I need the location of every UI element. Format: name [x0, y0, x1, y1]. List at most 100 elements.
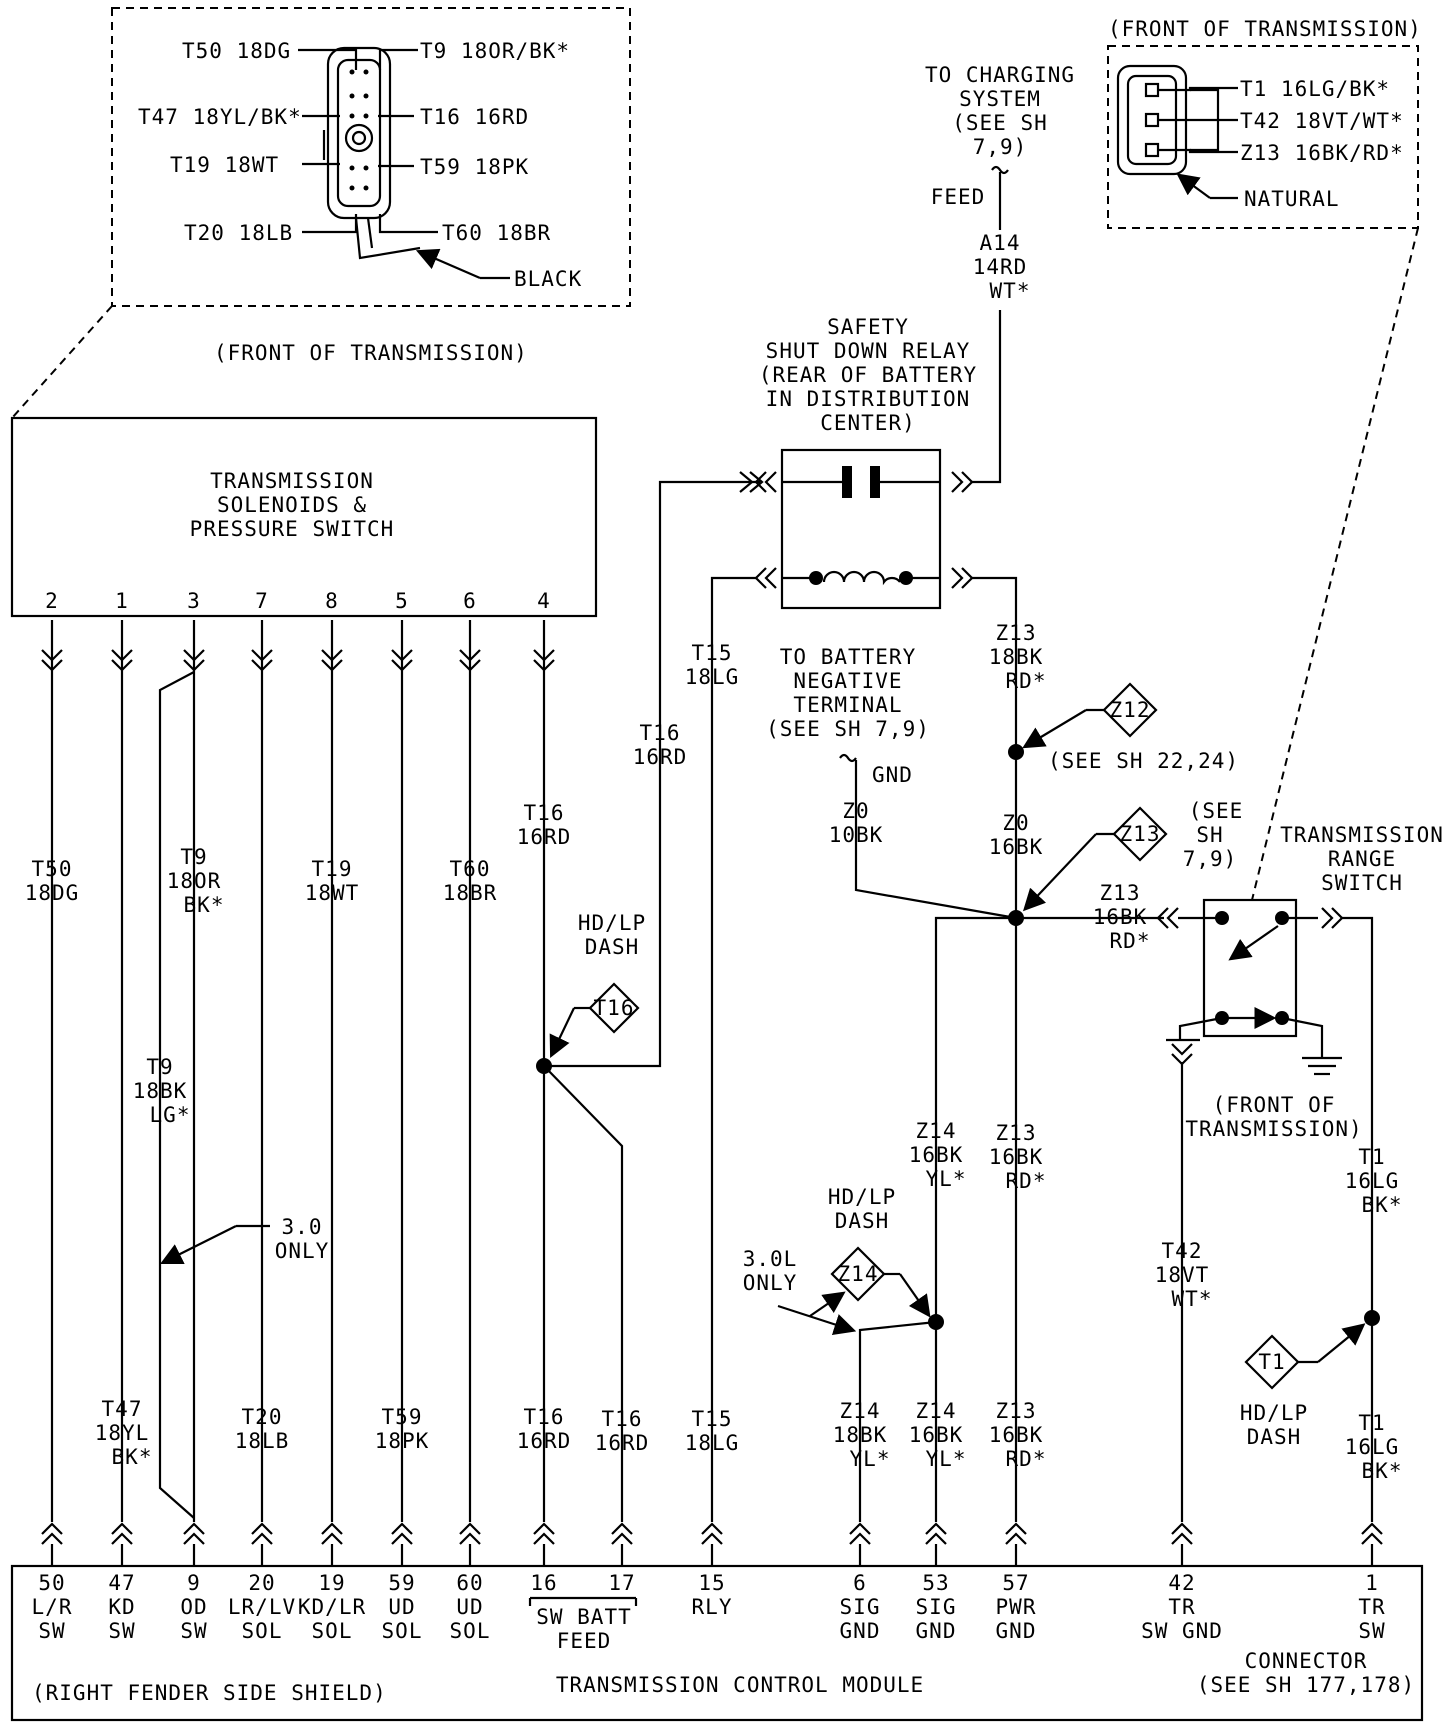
wire-label: 10BK [829, 823, 884, 847]
wire-label: Z14 [916, 1119, 957, 1143]
tcm-pin-function: KD/LR [298, 1595, 366, 1619]
pin-label-t1: T1 16LG/BK* [1240, 77, 1390, 101]
tcm-pin-number: 16 [530, 1571, 557, 1595]
pin-label-t9: T9 18OR/BK* [420, 39, 570, 63]
tcm-pin-function: SOL [450, 1619, 491, 1643]
solenoids-box [10, 416, 598, 618]
label-see-sh-79: (SEE [1189, 799, 1244, 823]
wire-label: T9 [146, 1055, 173, 1079]
label-front-of-transmission-left: (FRONT OF TRANSMISSION) [214, 341, 528, 365]
wire-label: YL* [850, 1447, 891, 1471]
tcm-pin-function: PWR [996, 1595, 1037, 1619]
wire-label: 18LG [685, 1431, 740, 1455]
pin-label-t20: T20 18LB [184, 221, 293, 245]
wire-label: 18OR [167, 869, 222, 893]
relay-title: SHUT DOWN RELAY [766, 339, 971, 363]
solenoid-pin: 2 [45, 589, 59, 613]
wire-label: 18YL [95, 1421, 150, 1445]
solenoids-title-line3: PRESSURE SWITCH [190, 517, 395, 541]
tcm-pin-function: SIG [840, 1595, 881, 1619]
tcm-pin-function: SW [1358, 1619, 1385, 1643]
tcm-pin-number: 9 [187, 1571, 201, 1595]
label-gnd: GND [872, 763, 913, 787]
tcm-pin-function: SW GND [1141, 1619, 1223, 1643]
wire-label: T59 [382, 1405, 423, 1429]
tcm-pin-function: TR [1358, 1595, 1385, 1619]
wire-label: T16 [602, 1407, 643, 1431]
tcm-pin-number: 15 [698, 1571, 725, 1595]
label-charging: SYSTEM [959, 87, 1041, 111]
splice-diamond-z13 [1112, 806, 1168, 862]
tcm-pin-number: 20 [248, 1571, 275, 1595]
label-hdlp-dash: DASH [585, 935, 640, 959]
wire-label: T16 [524, 1405, 565, 1429]
label-battery-neg: TO BATTERY [780, 645, 916, 669]
splice-label-t16: T16 [594, 996, 635, 1020]
tcm-pin-number: 6 [853, 1571, 867, 1595]
safety-shutdown-relay: SAFETY SHUT DOWN RELAY (REAR OF BATTERY … [710, 310, 1018, 1522]
tcm-pin-number: 47 [108, 1571, 135, 1595]
label-hdlp-dash: DASH [1247, 1425, 1302, 1449]
label-natural: NATURAL [1244, 187, 1340, 211]
label-hdlp-dash: DASH [835, 1209, 890, 1233]
tcm-pin-function: SOL [312, 1619, 353, 1643]
tcm-pin-number: 19 [318, 1571, 345, 1595]
connector-detail-right: (FRONT OF TRANSMISSION) T1 16LG/BK* T42 … [1107, 17, 1421, 901]
tcm-stubs [50, 1544, 1374, 1566]
pin-label-t47: T47 18YL/BK* [138, 105, 302, 129]
wire-label: T19 [312, 857, 353, 881]
t16-circuit: T16 16RD T16 16RD HD/LP DASH T16 T16 16R… [517, 471, 764, 1522]
splice-diamond-t16 [588, 982, 640, 1034]
tcm-pin-number: 50 [38, 1571, 65, 1595]
splice-label-t1: T1 [1258, 1350, 1285, 1374]
label-feed: FEED [931, 185, 986, 209]
label-right-fender: (RIGHT FENDER SIDE SHIELD) [32, 1681, 387, 1705]
wire-label: YL* [926, 1447, 967, 1471]
connector-detail-right-frame [1107, 45, 1419, 229]
tcm-title: TRANSMISSION CONTROL MODULE [556, 1673, 924, 1697]
solenoid-pin: 8 [325, 589, 339, 613]
wire-label: RD* [1006, 1169, 1047, 1193]
wire-label: Z0 [1002, 811, 1029, 835]
solenoids-component: TRANSMISSION SOLENOIDS & PRESSURE SWITCH… [10, 416, 598, 618]
wire-label: 16RD [595, 1431, 650, 1455]
relay-title: CENTER) [820, 411, 916, 435]
connector-detail-left-frame [111, 7, 631, 307]
pin-label-t42: T42 18VT/WT* [1240, 109, 1404, 133]
label-hdlp-dash: HD/LP [828, 1185, 896, 1209]
label-black: BLACK [514, 267, 582, 291]
pin-label-t19: T19 18WT [170, 153, 279, 177]
wire-label: BK* [184, 893, 225, 917]
label-front-range: (FRONT OF [1213, 1093, 1336, 1117]
tcm-pin-number: 1 [1365, 1571, 1379, 1595]
tcm-pin-function: SW [180, 1619, 207, 1643]
label-30l-only: 3.0L [743, 1247, 798, 1271]
tcm-pin-function: RLY [692, 1595, 733, 1619]
wire-label: 18BK [989, 645, 1044, 669]
tcm-component: 50L/RSW47KDSW9ODSW20LR/LVSOL19KD/LRSOL59… [10, 1564, 1424, 1722]
wire-label: 16BK [909, 1143, 964, 1167]
label-30l-only: ONLY [743, 1271, 798, 1295]
wire-label: 16RD [633, 745, 688, 769]
solenoids-title-line2: SOLENOIDS & [217, 493, 367, 517]
wire-label: WT* [1172, 1287, 1213, 1311]
label-sw-batt-feed: SW BATT [536, 1605, 632, 1629]
tcm-pin-function: OD [180, 1595, 207, 1619]
label-hdlp-dash: HD/LP [578, 911, 646, 935]
splice-diamond-z14 [830, 1246, 886, 1302]
wire-label: RD* [1110, 929, 1151, 953]
tcm-pin-function: GND [840, 1619, 881, 1643]
wire-label: 18BK [133, 1079, 188, 1103]
relay-title: SAFETY [827, 315, 909, 339]
pin-label-t16: T16 16RD [420, 105, 529, 129]
wire-label: 16LG [1345, 1169, 1400, 1193]
tcm-pin-function: TR [1168, 1595, 1195, 1619]
tcm-pin-function: GND [996, 1619, 1037, 1643]
range-switch-title: TRANSMISSION [1280, 823, 1444, 847]
tcm-pin-function: GND [916, 1619, 957, 1643]
wire-label: 14RD [973, 255, 1028, 279]
wire-label: 18BR [443, 881, 498, 905]
wire-label: BK* [1362, 1459, 1403, 1483]
tcm-pin-number: 42 [1168, 1571, 1195, 1595]
